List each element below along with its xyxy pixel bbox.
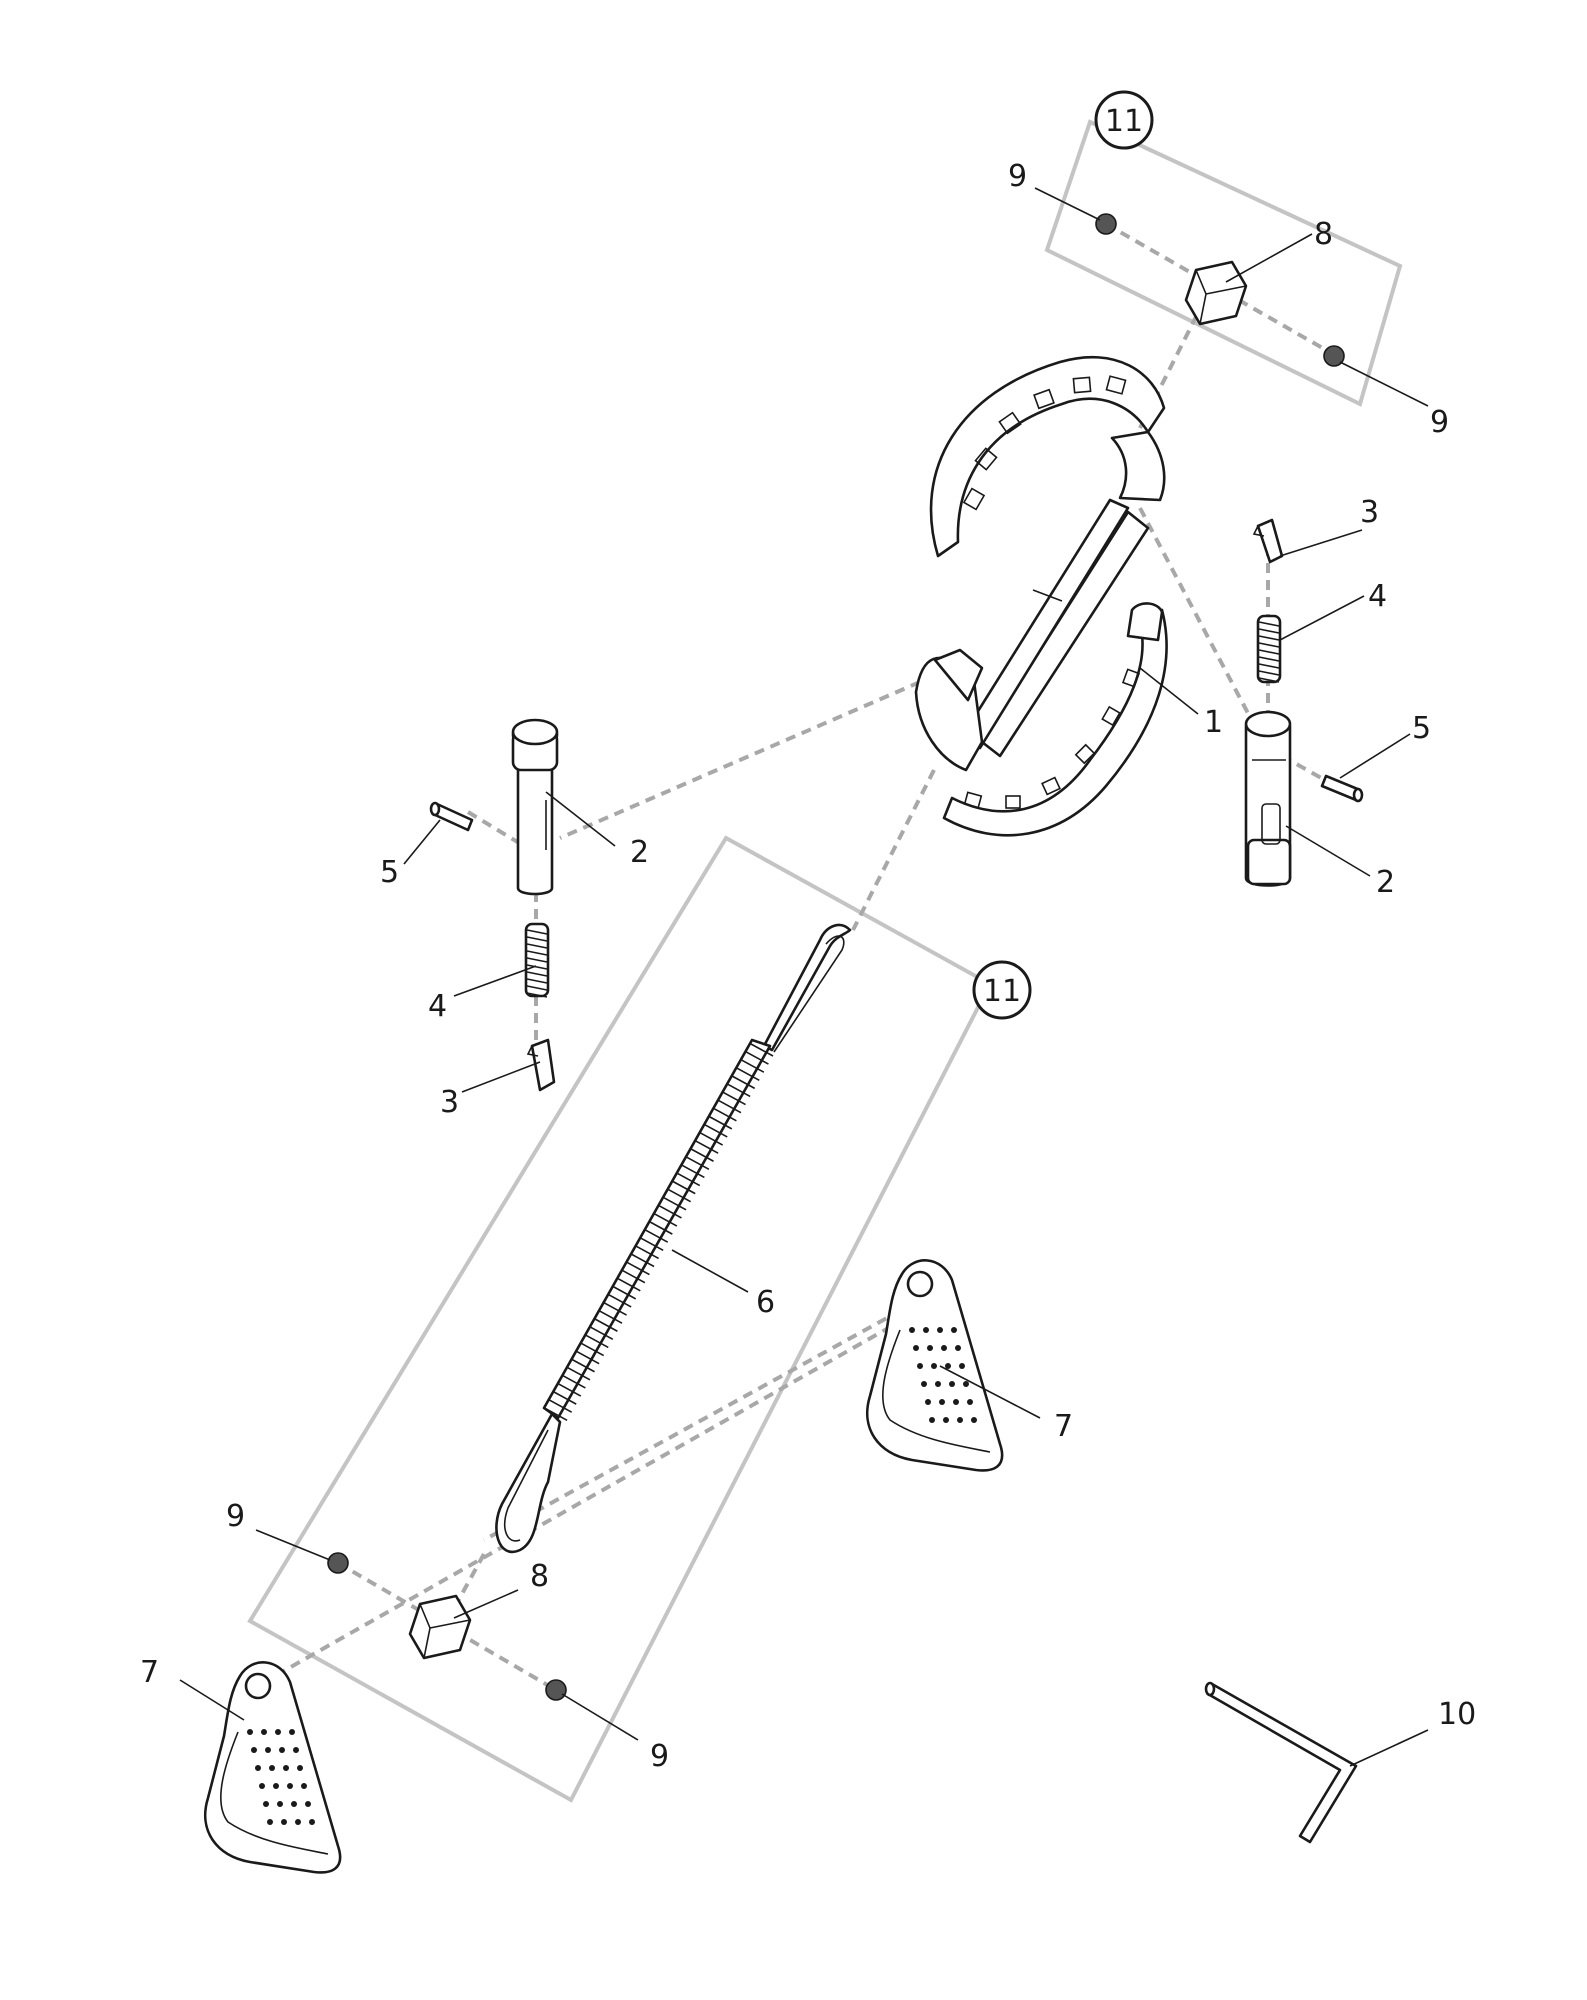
callout-6: 6: [756, 1285, 775, 1320]
callout-2-right: 2: [1376, 865, 1395, 900]
callout-4-right: 4: [1368, 579, 1387, 614]
part-7-handle-left: [203, 1661, 342, 1874]
part-8-block-top: [1184, 260, 1248, 326]
svg-text:11: 11: [1105, 104, 1143, 139]
kit-badge-bottom: 11: [972, 960, 1032, 1020]
part-2-pin-right: [1244, 710, 1292, 887]
callout-1: 1: [1204, 705, 1223, 740]
kit-badge-top: 11: [1094, 90, 1154, 150]
callout-9-bottom-right: 9: [650, 1739, 669, 1774]
kit-box-bottom: [247, 835, 993, 1803]
part-8-block-bottom: [408, 1594, 472, 1660]
callout-8-top: 8: [1314, 217, 1333, 252]
callout-5-left: 5: [380, 855, 399, 890]
assembly-lines: [281, 222, 1334, 1692]
callout-9-top-right: 9: [1430, 405, 1449, 440]
callout-8-bottom: 8: [530, 1559, 549, 1594]
kit-box-top: [1044, 119, 1403, 407]
callout-4-left: 4: [428, 989, 447, 1024]
part-1-clamp-frame: [914, 356, 1168, 837]
callout-2-left: 2: [630, 835, 649, 870]
callouts: 1 2 2 3 3 4 4 5 5 6 7 7 8 8 9 9 9 9 10: [140, 159, 1476, 1774]
callout-3-left: 3: [440, 1085, 459, 1120]
svg-text:11: 11: [983, 974, 1021, 1009]
part-3-tab-right: [1252, 518, 1284, 564]
part-6-tension-spring: [495, 923, 852, 1554]
part-5-pin-right: [1320, 774, 1364, 803]
part-10-hex-key: [1204, 1681, 1358, 1844]
part-4-spring-right: [1256, 614, 1282, 684]
leader-lines: [179, 187, 1429, 1767]
part-2-pin-left: [511, 718, 559, 896]
callout-9-bottom-left: 9: [226, 1499, 245, 1534]
callout-9-top-left: 9: [1008, 159, 1027, 194]
callout-7-left: 7: [140, 1655, 159, 1690]
callout-7-right: 7: [1054, 1409, 1073, 1444]
callout-10: 10: [1438, 1697, 1476, 1732]
part-4-spring-left: [524, 922, 550, 998]
part-7-handle-right: [865, 1259, 1004, 1472]
part-3-tab-left: [526, 1038, 556, 1092]
callout-3-right: 3: [1360, 495, 1379, 530]
part-9-screws: [327, 213, 1345, 1701]
callout-5-right: 5: [1412, 711, 1431, 746]
part-5-pin-left: [429, 801, 474, 832]
